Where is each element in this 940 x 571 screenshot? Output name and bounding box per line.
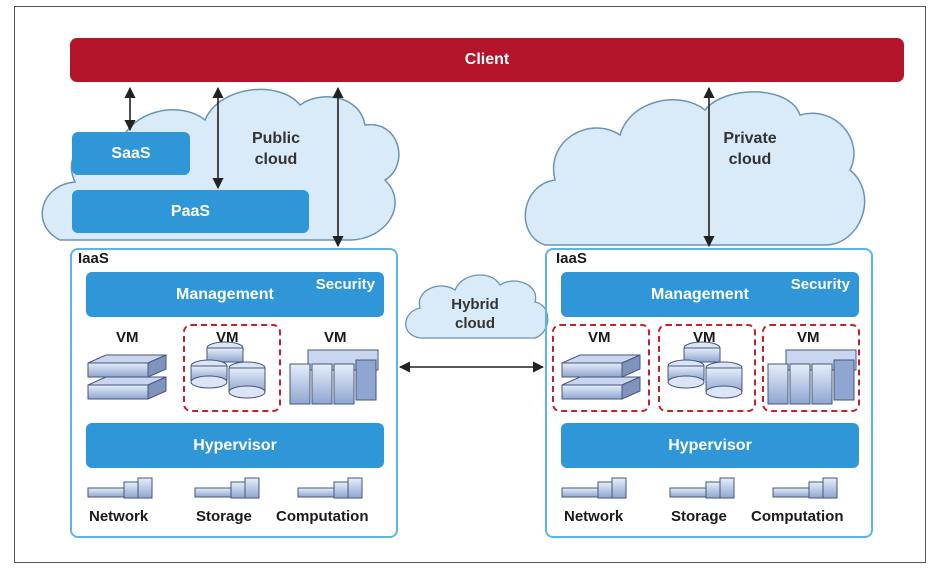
client-label: Client bbox=[464, 51, 510, 68]
vm-label: VM bbox=[588, 329, 611, 346]
hypervisor-box: Hypervisor bbox=[561, 423, 859, 468]
storage-disk-icon bbox=[190, 341, 266, 399]
rack-server-icon bbox=[561, 354, 641, 400]
vm-label: VM bbox=[216, 329, 239, 346]
vm-label: VM bbox=[324, 329, 347, 346]
vm-highlight bbox=[658, 324, 756, 412]
computation-label: Computation bbox=[751, 508, 844, 525]
private-cloud-shape bbox=[524, 91, 866, 246]
vm-label: VM bbox=[797, 329, 820, 346]
hardware-icons bbox=[87, 477, 838, 499]
client-bar: Client bbox=[70, 38, 904, 82]
storage-disk-icon bbox=[667, 341, 743, 399]
management-label: Management bbox=[651, 285, 749, 303]
computation-label: Computation bbox=[276, 508, 369, 525]
hypervisor-box: Hypervisor bbox=[86, 423, 384, 468]
hybrid-cloud-shape bbox=[405, 274, 549, 339]
paas-box: PaaS bbox=[72, 190, 309, 233]
storage-label: Storage bbox=[196, 508, 252, 525]
vm-label: VM bbox=[693, 329, 716, 346]
iaas-label: IaaS bbox=[78, 250, 109, 267]
diagram-frame bbox=[14, 6, 926, 563]
vm-highlight bbox=[183, 324, 281, 412]
security-label: Security bbox=[790, 276, 850, 293]
rack-server-icon bbox=[87, 354, 167, 400]
management-box: Management Security bbox=[86, 272, 384, 317]
tower-server-icon bbox=[767, 349, 857, 405]
network-label: Network bbox=[564, 508, 624, 525]
storage-label: Storage bbox=[671, 508, 727, 525]
management-box: Management Security bbox=[561, 272, 859, 317]
iaas-container-private bbox=[545, 248, 873, 538]
iaas-container-public bbox=[70, 248, 398, 538]
tower-server-icon bbox=[289, 349, 379, 405]
vm-highlight bbox=[762, 324, 860, 412]
saas-box: SaaS bbox=[72, 132, 190, 175]
security-label: Security bbox=[315, 276, 375, 293]
iaas-label: IaaS bbox=[556, 250, 587, 267]
vm-highlight bbox=[552, 324, 650, 412]
network-label: Network bbox=[89, 508, 149, 525]
management-label: Management bbox=[176, 285, 274, 303]
vm-label: VM bbox=[116, 329, 139, 346]
